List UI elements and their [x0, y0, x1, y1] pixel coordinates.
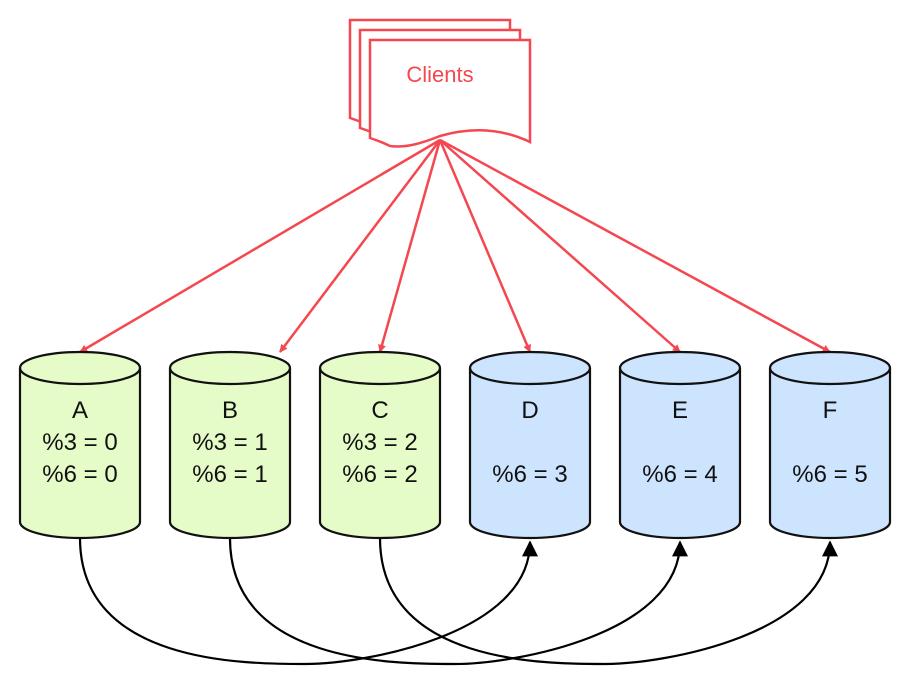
database-D-label-0: D	[521, 397, 538, 424]
database-D: D %6 = 3	[468, 350, 592, 540]
database-F: F %6 = 5	[768, 350, 892, 540]
database-A-body	[18, 350, 142, 540]
database-F-label-0: F	[823, 397, 838, 424]
database-E: E %6 = 4	[618, 350, 742, 540]
database-E-label-2: %6 = 4	[642, 461, 717, 488]
migration-arcs	[78, 537, 838, 666]
database-A-label-2: %6 = 0	[42, 461, 117, 488]
database-B: B %3 = 1 %6 = 1	[168, 350, 292, 540]
database-E-label-0: E	[672, 397, 688, 424]
database-A-rim	[18, 367, 142, 386]
request-arrow-C	[378, 139, 442, 353]
database-B-body	[168, 350, 292, 540]
migration-arc-A-D	[78, 537, 538, 666]
database-A: A %3 = 0 %6 = 0	[18, 350, 142, 540]
database-C-label-2: %6 = 2	[342, 461, 417, 488]
database-C-label-1: %3 = 2	[342, 429, 417, 456]
request-arrow-F	[439, 138, 831, 354]
database-D-label-2: %6 = 3	[492, 461, 567, 488]
database-C-rim	[318, 367, 442, 386]
database-C-label-0: C	[371, 397, 388, 424]
database-B-label-0: B	[222, 397, 238, 424]
migration-arc-C-F	[378, 537, 838, 666]
database-cylinders: A %3 = 0 %6 = 0 B %3 = 1 %6 = 1 C %3 = 2 %6 = 2 D…	[18, 350, 892, 540]
database-F-body	[768, 350, 892, 540]
database-B-label-2: %6 = 1	[192, 461, 267, 488]
database-A-label-1: %3 = 0	[42, 429, 117, 456]
database-B-label-1: %3 = 1	[192, 429, 267, 456]
database-C-body	[318, 350, 442, 540]
clients-node: Clients	[348, 18, 532, 148]
database-D-rim	[468, 367, 592, 386]
request-arrow-D	[438, 139, 532, 353]
database-F-rim	[768, 367, 892, 386]
client-request-arrows	[79, 138, 831, 354]
database-E-body	[618, 350, 742, 540]
database-F-label-2: %6 = 5	[792, 461, 867, 488]
request-arrow-A	[79, 138, 441, 354]
request-arrow-B	[279, 139, 441, 353]
clients-label: Clients	[406, 62, 473, 87]
database-A-label-0: A	[72, 397, 88, 424]
database-E-rim	[618, 367, 742, 386]
database-C: C %3 = 2 %6 = 2	[318, 350, 442, 540]
database-D-body	[468, 350, 592, 540]
migration-arc-B-E	[228, 537, 688, 666]
request-arrow-E	[439, 139, 681, 353]
clients-doc-front	[368, 38, 532, 148]
database-B-rim	[168, 367, 292, 386]
